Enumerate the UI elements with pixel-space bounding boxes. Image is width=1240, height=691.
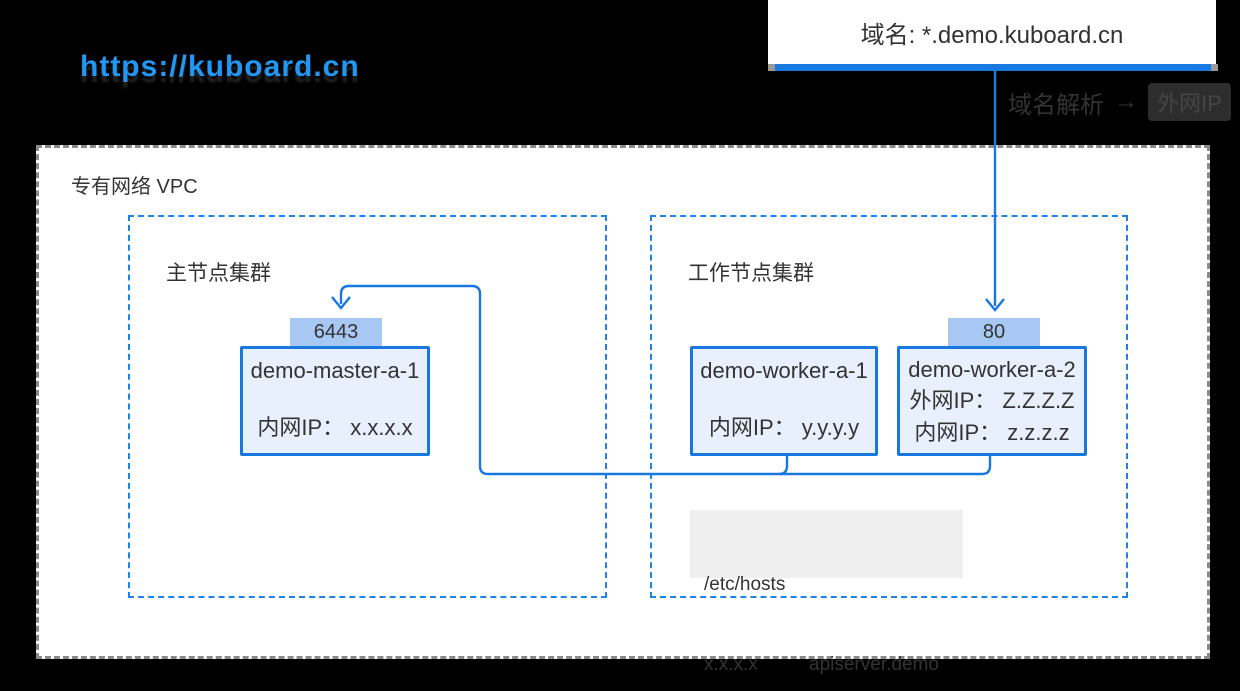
node-demo-master-a-1: demo-master-a-1 内网IP： x.x.x.x [240, 346, 430, 456]
worker-cluster-label: 工作节点集群 [688, 262, 814, 285]
master-cluster-label: 主节点集群 [166, 262, 271, 285]
hosts-entry-ip: x.x.x.x [704, 653, 758, 675]
right-arrow-icon: → [1114, 88, 1138, 115]
kuboard-logo-link[interactable]: https://kuboard.cn [80, 50, 360, 83]
node-internal-ip: 内网IP： x.x.x.x [257, 415, 413, 440]
port-badge-6443: 6443 [290, 318, 382, 346]
underline-right-cap [1211, 64, 1218, 71]
hosts-entry-hostname: apiserver.demo [809, 653, 939, 675]
external-ip-chip: 外网IP [1148, 83, 1231, 121]
dns-resolution-annotation: 域名解析 → 外网IP [1008, 83, 1231, 121]
node-demo-worker-a-2: demo-worker-a-2 外网IP： Z.Z.Z.Z 内网IP： z.z.… [897, 346, 1087, 456]
node-internal-ip: 内网IP： z.z.z.z [914, 420, 1070, 445]
node-name: demo-worker-a-1 [700, 358, 868, 383]
dns-annotation-text: 域名解析 [1008, 91, 1104, 119]
hosts-file-path: /etc/hosts [704, 574, 786, 596]
domain-callout-box: 域名: *.demo.kuboard.cn [768, 0, 1216, 64]
port-badge-80: 80 [948, 318, 1040, 346]
node-name: demo-master-a-1 [250, 358, 420, 383]
node-external-ip: 外网IP： Z.Z.Z.Z [909, 388, 1075, 413]
underline-left-cap [768, 64, 775, 71]
node-name: demo-worker-a-2 [908, 357, 1076, 382]
domain-callout-underline [768, 64, 1218, 71]
node-demo-worker-a-1: demo-worker-a-1 内网IP： y.y.y.y [690, 346, 878, 456]
etc-hosts-note: /etc/hosts x.x.x.x apiserver.demo [690, 510, 963, 675]
vpc-label: 专有网络 VPC [71, 176, 198, 198]
node-internal-ip: 内网IP： y.y.y.y [708, 415, 860, 440]
domain-callout-label: 域名: *.demo.kuboard.cn [860, 21, 1124, 49]
